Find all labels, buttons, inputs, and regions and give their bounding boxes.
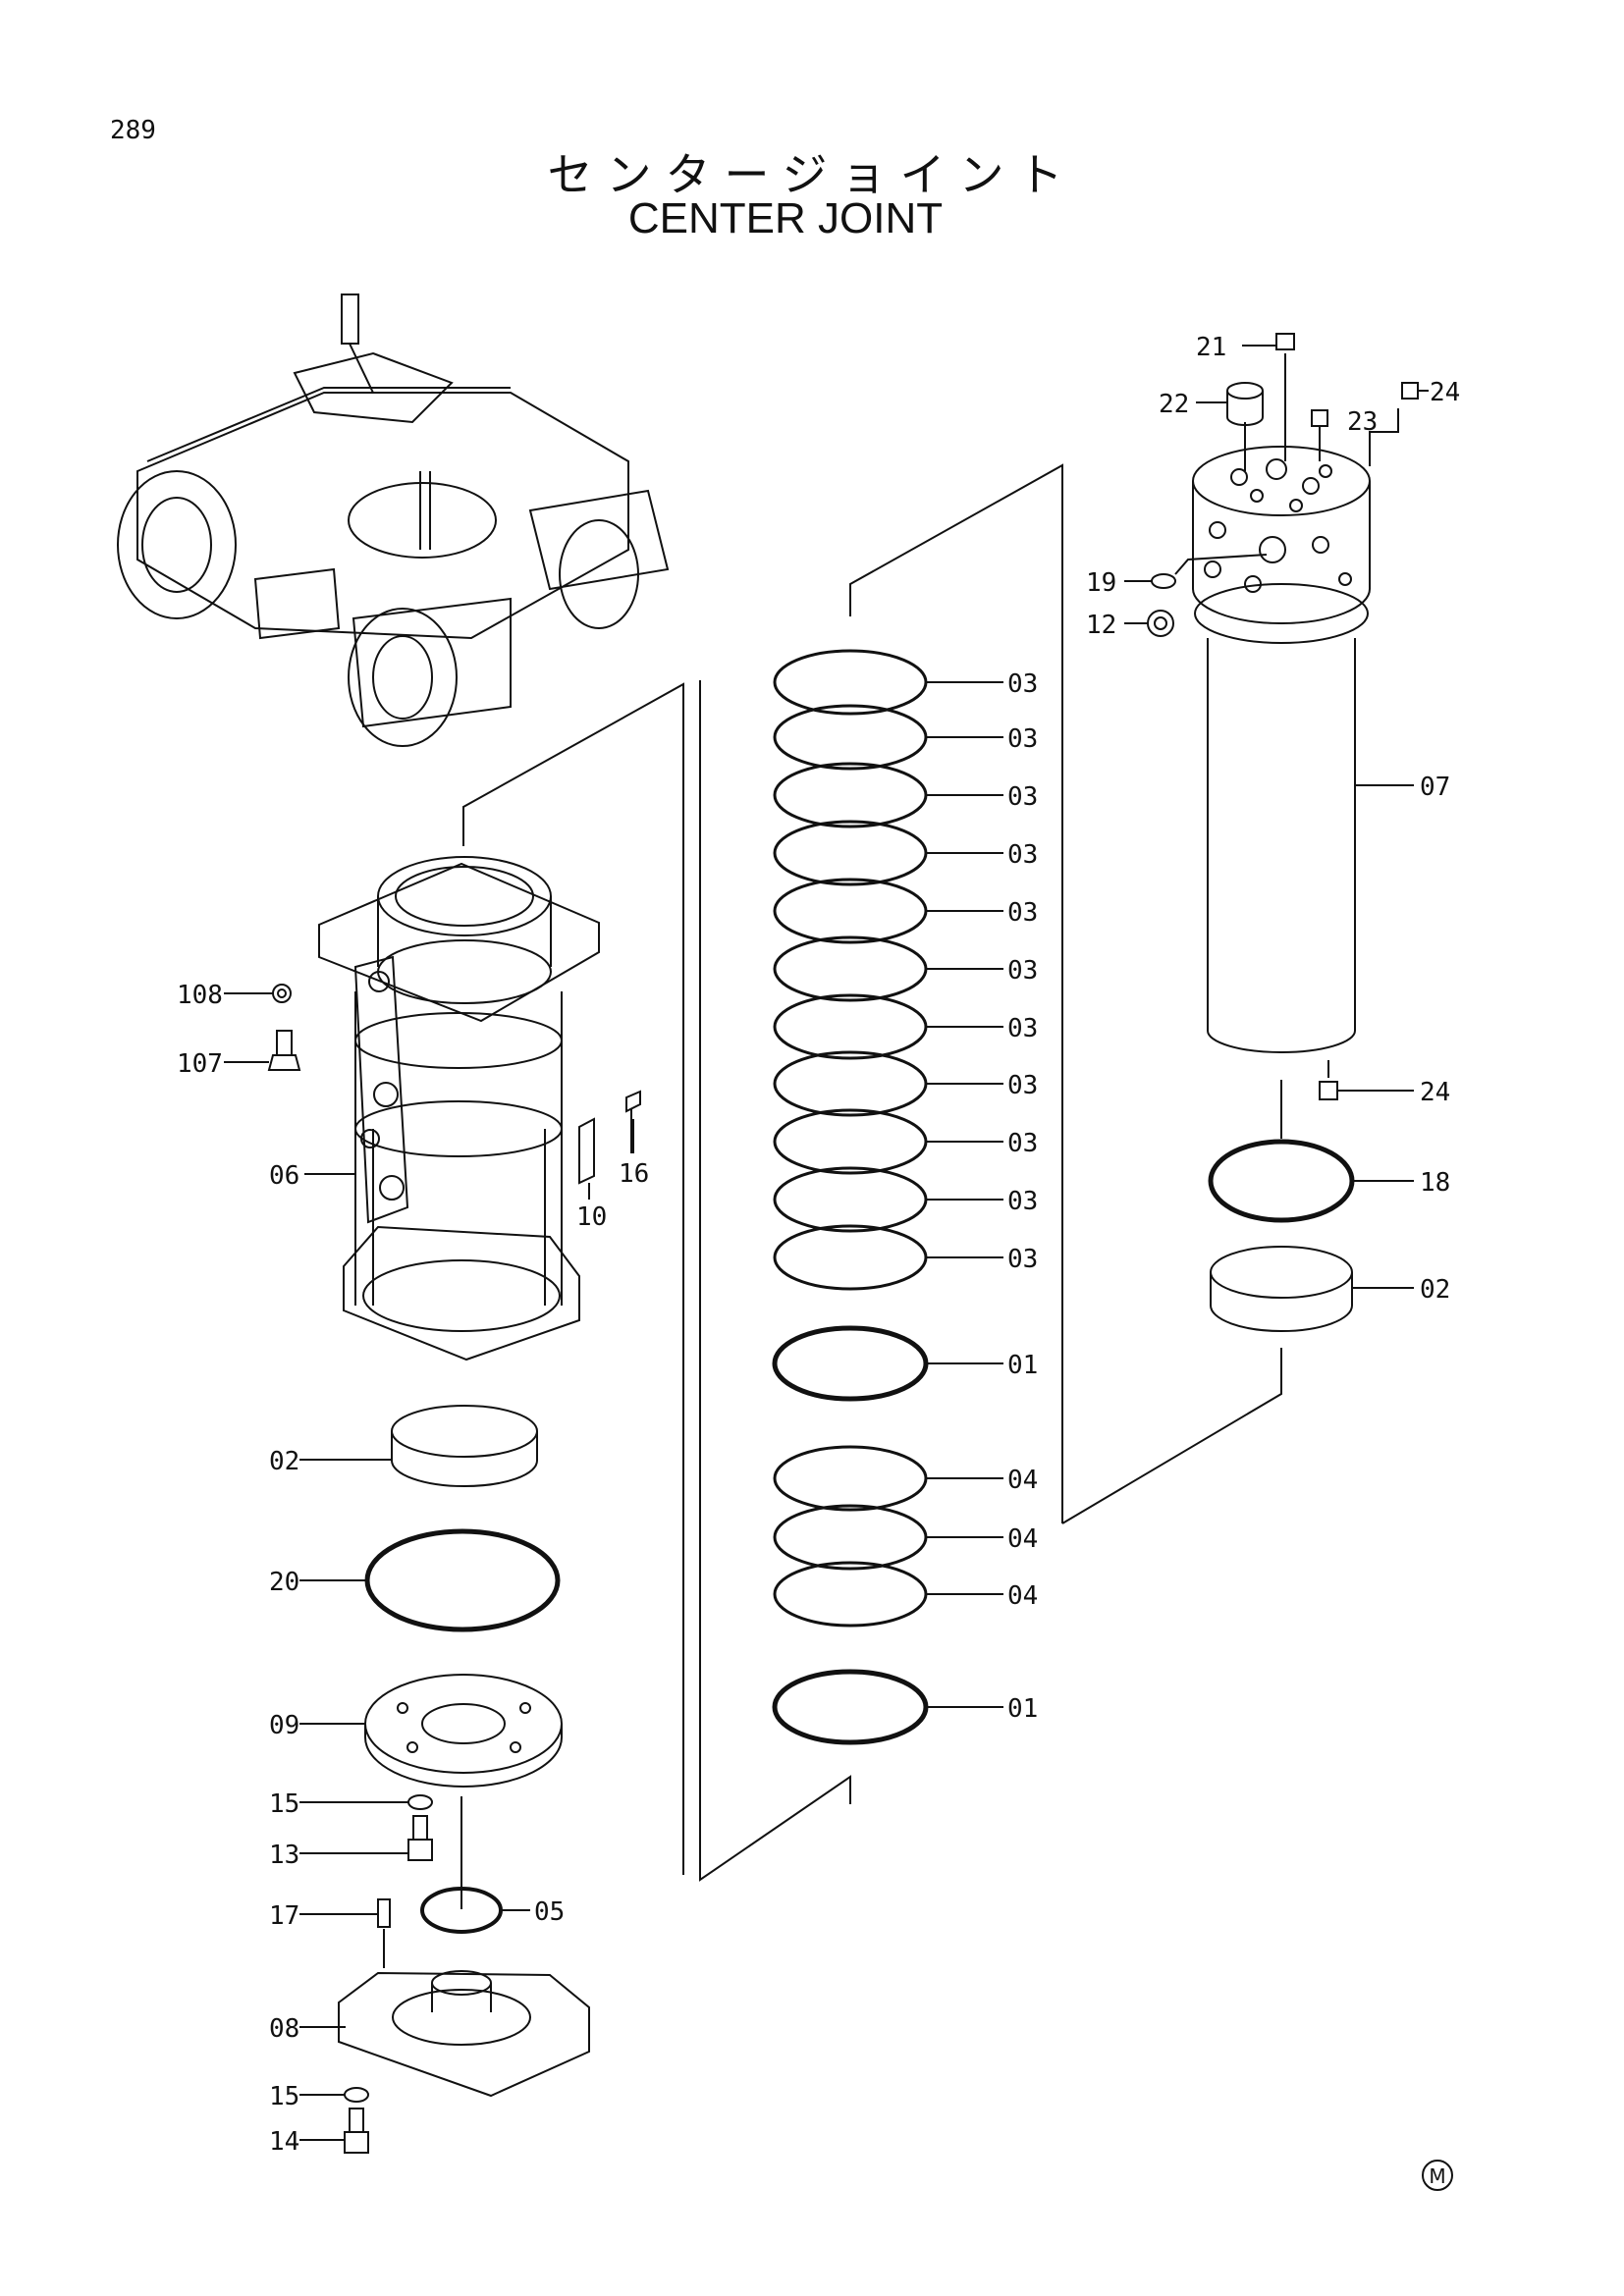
label-03: 03 xyxy=(1007,898,1038,928)
title-japanese: センタージョイント xyxy=(547,148,1077,201)
label-04: 04 xyxy=(1007,1524,1038,1554)
label-15-upper: 15 xyxy=(269,1789,299,1819)
label-03: 03 xyxy=(1007,1129,1038,1158)
label-02-right: 02 xyxy=(1420,1275,1450,1305)
label-15-lower: 15 xyxy=(269,2082,299,2111)
label-02-left: 02 xyxy=(269,1447,299,1476)
label-22: 22 xyxy=(1159,390,1189,419)
seal-rings-04 xyxy=(773,1445,928,1628)
label-03: 03 xyxy=(1007,669,1038,699)
manufacturer-mark: M xyxy=(1422,2160,1453,2191)
label-20: 20 xyxy=(269,1568,299,1597)
right-spindle-assembly xyxy=(1061,333,1429,1524)
o-ring-01-bottom xyxy=(772,1669,929,1745)
label-12: 12 xyxy=(1086,611,1116,640)
label-09: 09 xyxy=(269,1711,299,1740)
label-01-top: 01 xyxy=(1007,1351,1038,1380)
backup-rings-03 xyxy=(773,649,928,1291)
label-03: 03 xyxy=(1007,1187,1038,1216)
left-housing-assembly xyxy=(224,682,684,1875)
label-07: 07 xyxy=(1420,773,1450,802)
label-03: 03 xyxy=(1007,1071,1038,1100)
label-18: 18 xyxy=(1420,1168,1450,1198)
title-english: CENTER JOINT xyxy=(627,194,944,242)
label-24-bottom: 24 xyxy=(1420,1078,1450,1107)
label-01-bottom: 01 xyxy=(1007,1694,1038,1724)
label-03: 03 xyxy=(1007,724,1038,754)
label-03: 03 xyxy=(1007,840,1038,870)
label-10: 10 xyxy=(576,1202,607,1232)
label-16: 16 xyxy=(619,1159,649,1189)
label-107: 107 xyxy=(177,1049,223,1079)
part-labels: 21 22 23 24 19 12 07 24 18 02 03 03 03 0… xyxy=(177,333,1460,2157)
left-lower-stack xyxy=(299,1405,590,2154)
label-03: 03 xyxy=(1007,1245,1038,1274)
label-108: 108 xyxy=(177,981,223,1010)
page-number: 289 xyxy=(110,116,156,145)
label-13: 13 xyxy=(269,1841,299,1870)
label-04: 04 xyxy=(1007,1466,1038,1495)
label-08: 08 xyxy=(269,2014,299,2044)
label-03: 03 xyxy=(1007,782,1038,812)
label-21: 21 xyxy=(1196,333,1226,362)
label-23: 23 xyxy=(1347,407,1378,437)
label-14: 14 xyxy=(269,2127,299,2157)
label-03: 03 xyxy=(1007,956,1038,986)
label-19: 19 xyxy=(1086,568,1116,598)
label-03: 03 xyxy=(1007,1014,1038,1043)
label-06: 06 xyxy=(269,1161,299,1191)
ring-column xyxy=(699,463,1063,1882)
machine-overview-illustration xyxy=(117,294,670,747)
label-24-top: 24 xyxy=(1430,378,1460,407)
label-17: 17 xyxy=(269,1901,299,1931)
label-05: 05 xyxy=(534,1897,565,1927)
o-ring-01-top xyxy=(772,1325,929,1402)
label-04: 04 xyxy=(1007,1581,1038,1611)
mark-letter: M xyxy=(1429,2164,1445,2188)
